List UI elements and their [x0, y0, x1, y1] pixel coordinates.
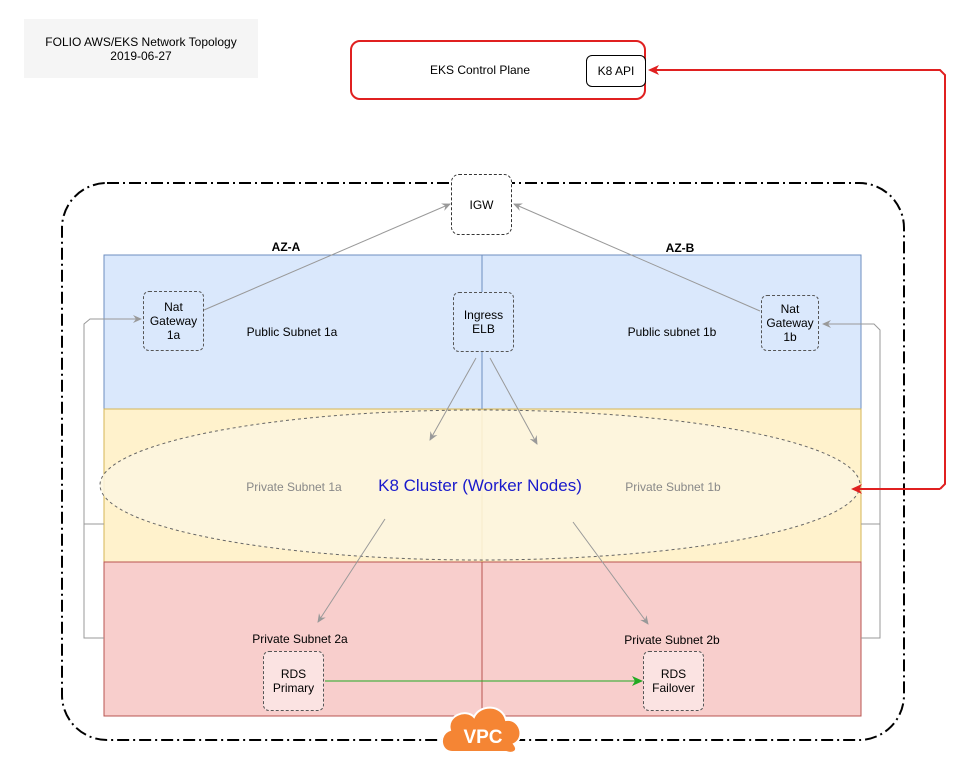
vpc-cloud-icon: [441, 706, 522, 754]
arrow-cluster-2b: [572, 521, 649, 625]
k8-cluster-label: K8 Cluster (Worker Nodes): [378, 476, 582, 495]
private-subnet-1a-label: Private Subnet 1a: [246, 480, 342, 494]
eks-control-plane-label: EKS Control Plane: [429, 63, 531, 77]
arrow-ingress-right: [489, 357, 538, 445]
vpc-label: VPC: [463, 727, 503, 748]
rds-failover[interactable]: RDS Failover: [643, 651, 704, 711]
nat-gateway-1a[interactable]: Nat Gateway 1a: [143, 291, 204, 351]
arrow-api-in: [648, 65, 946, 490]
public-subnet-1a-label: Public Subnet 1a: [246, 325, 338, 339]
az-a-label: AZ-A: [271, 240, 301, 254]
private-subnet-2a-label: Private Subnet 2a: [252, 632, 348, 646]
route-left-nat: [83, 523, 104, 639]
k8-api-box[interactable]: K8 API: [586, 55, 646, 87]
title-box: [24, 19, 258, 78]
route-right-nat-up: [822, 320, 881, 524]
private-subnet-2b-label: Private Subnet 2b: [624, 633, 720, 647]
route-right-nat: [861, 523, 881, 639]
route-left-nat-up: [83, 315, 142, 524]
arrow-cluster-2a: [317, 518, 386, 623]
arrow-ingress-left: [429, 357, 477, 441]
private-subnet-1b-label: Private Subnet 1b: [625, 480, 721, 494]
arrow-nat-a-igw: [203, 203, 451, 311]
igw-node[interactable]: IGW: [451, 174, 512, 235]
diagram-title: FOLIO AWS/EKS Network Topology 2019-06-2…: [45, 35, 237, 63]
rds-primary[interactable]: RDS Primary: [263, 651, 324, 711]
ingress-elb[interactable]: Ingress ELB: [453, 292, 514, 352]
nat-gateway-1b[interactable]: Nat Gateway 1b: [761, 295, 819, 351]
public-subnet-1b-label: Public subnet 1b: [627, 325, 717, 339]
arrow-nat-b-igw: [513, 203, 761, 312]
az-b-label: AZ-B: [665, 241, 695, 255]
